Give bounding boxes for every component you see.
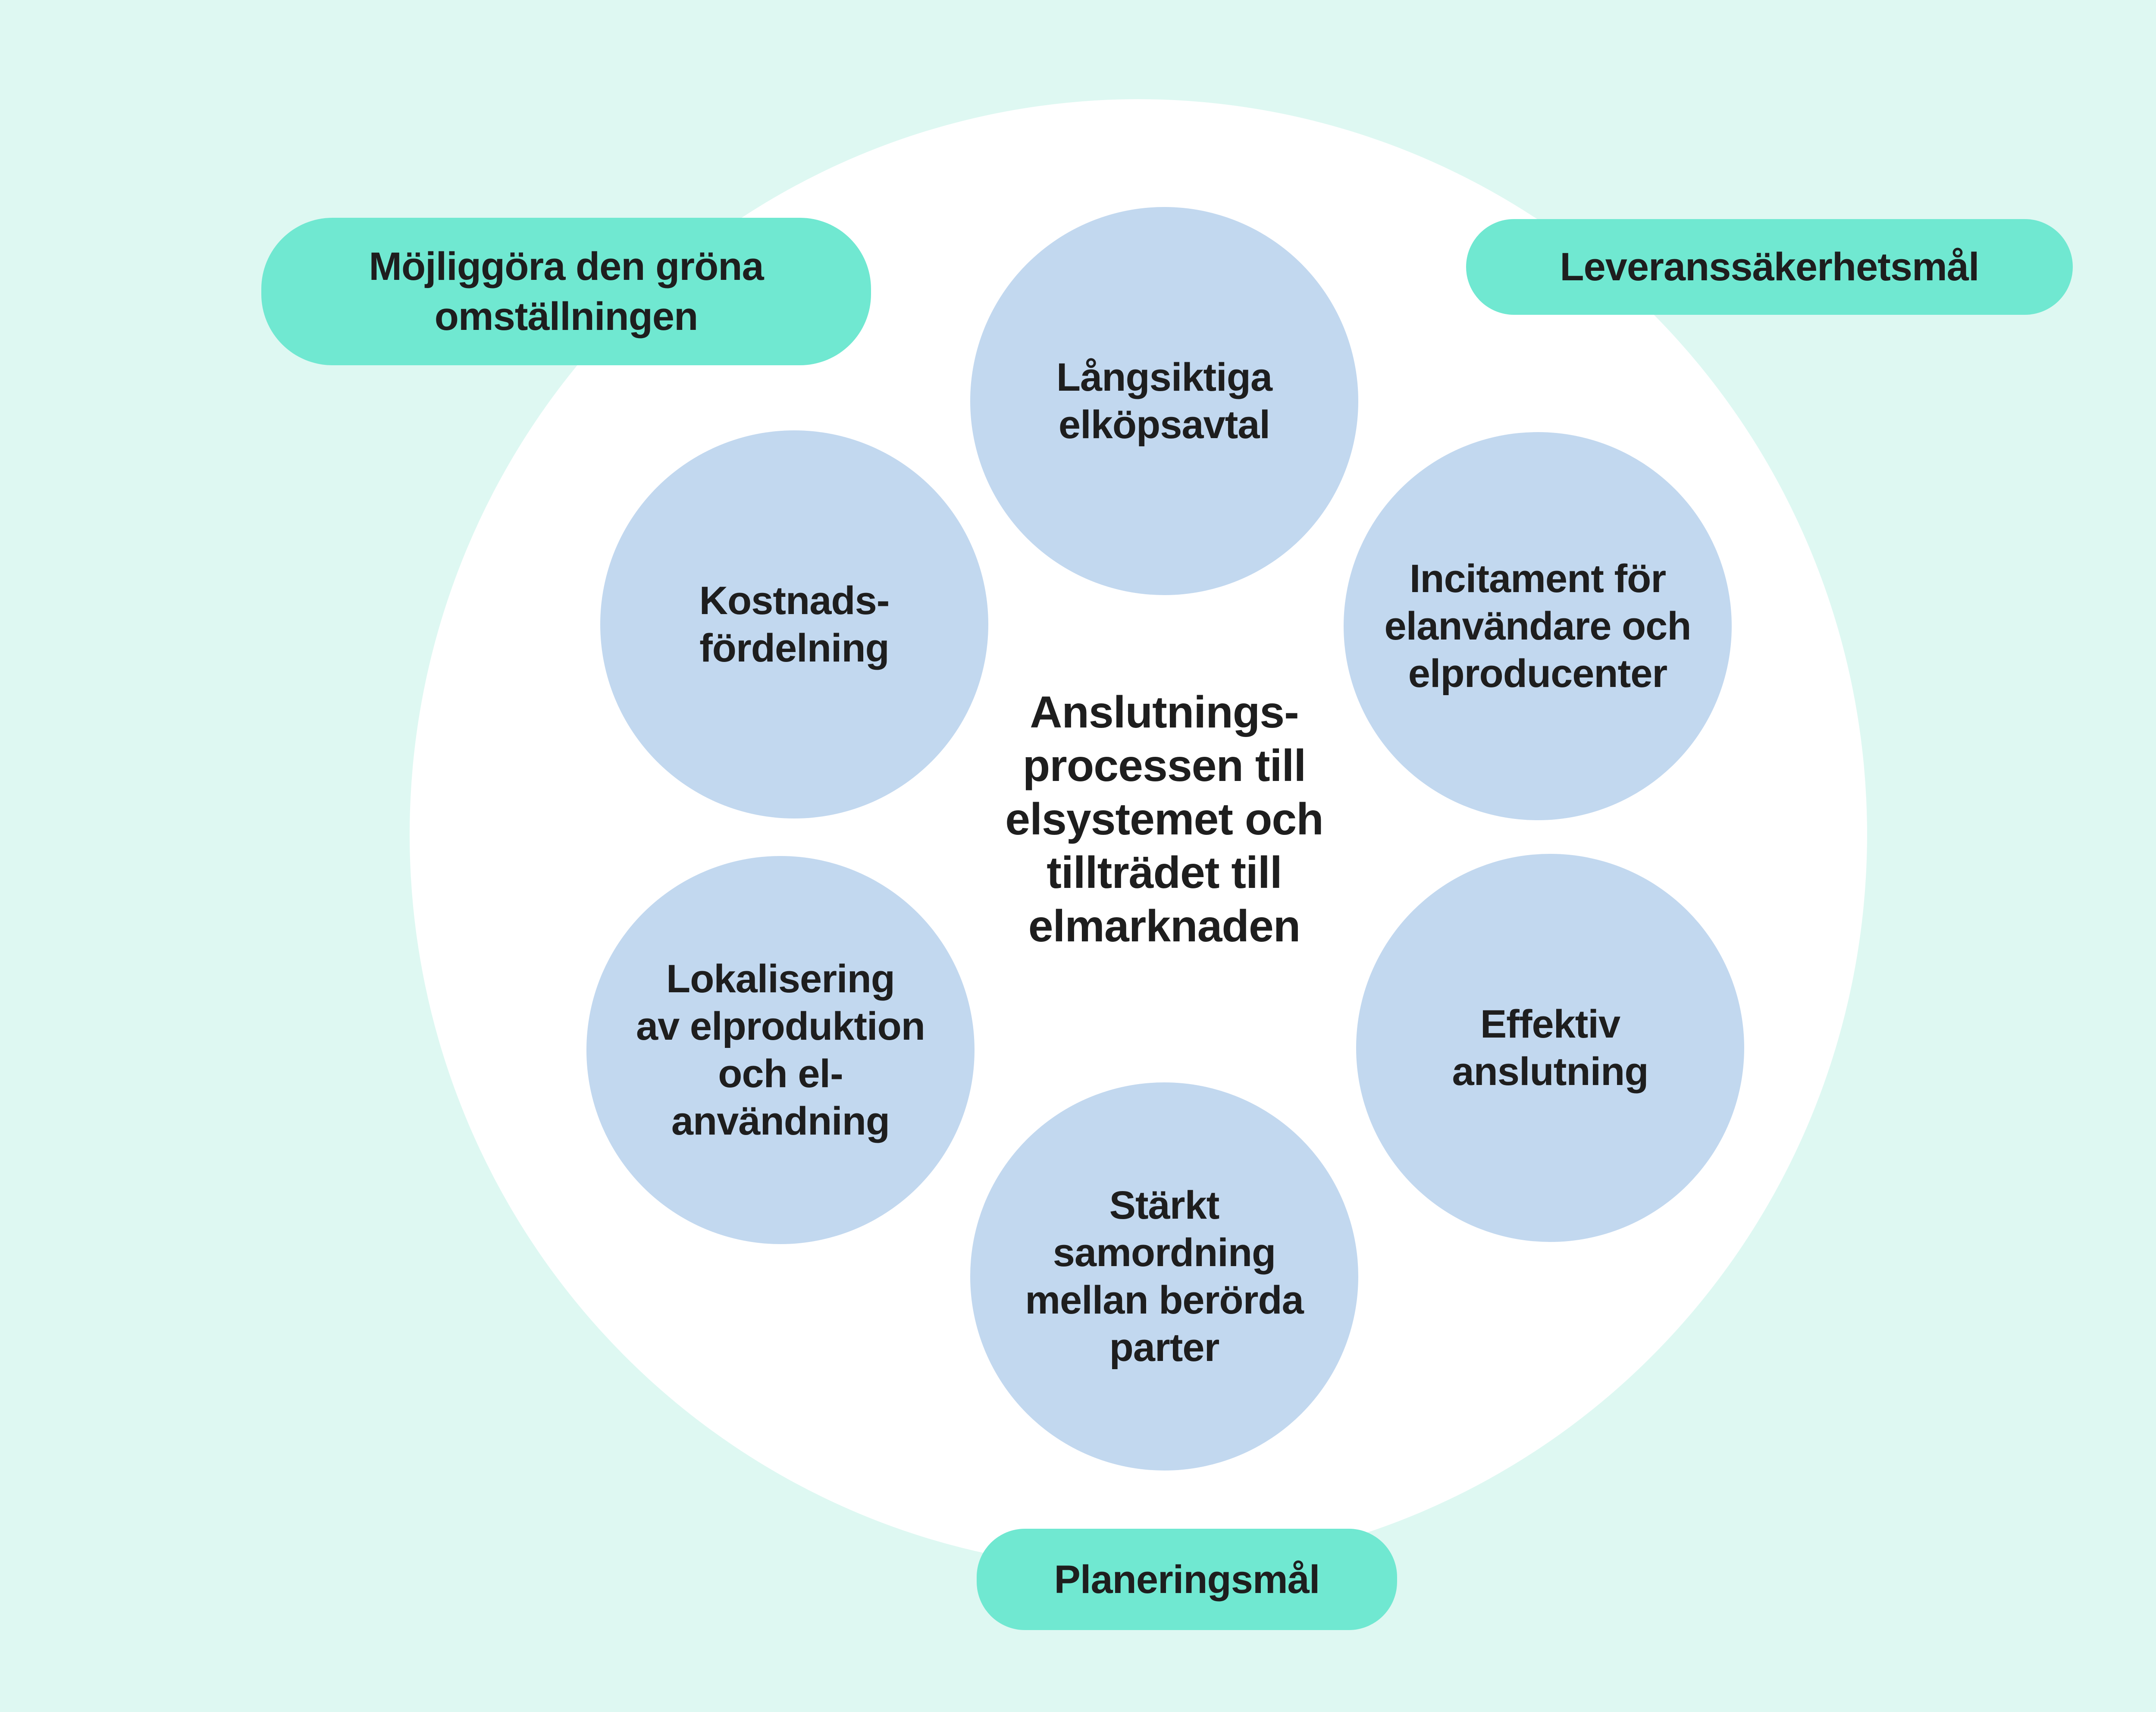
pill-planning-label: Planeringsmål [1054,1557,1320,1602]
pill-planning: Planeringsmål [977,1529,1397,1630]
pill-supply-security-label: Leveranssäkerhetsmål [1560,245,1979,289]
pill-supply-security: Leveranssäkerhetsmål [1466,219,2073,315]
bubble-cost-allocation-label: Kostnads-fördelning [699,579,890,670]
bubble-cost-allocation: Kostnads-fördelning [600,430,988,818]
